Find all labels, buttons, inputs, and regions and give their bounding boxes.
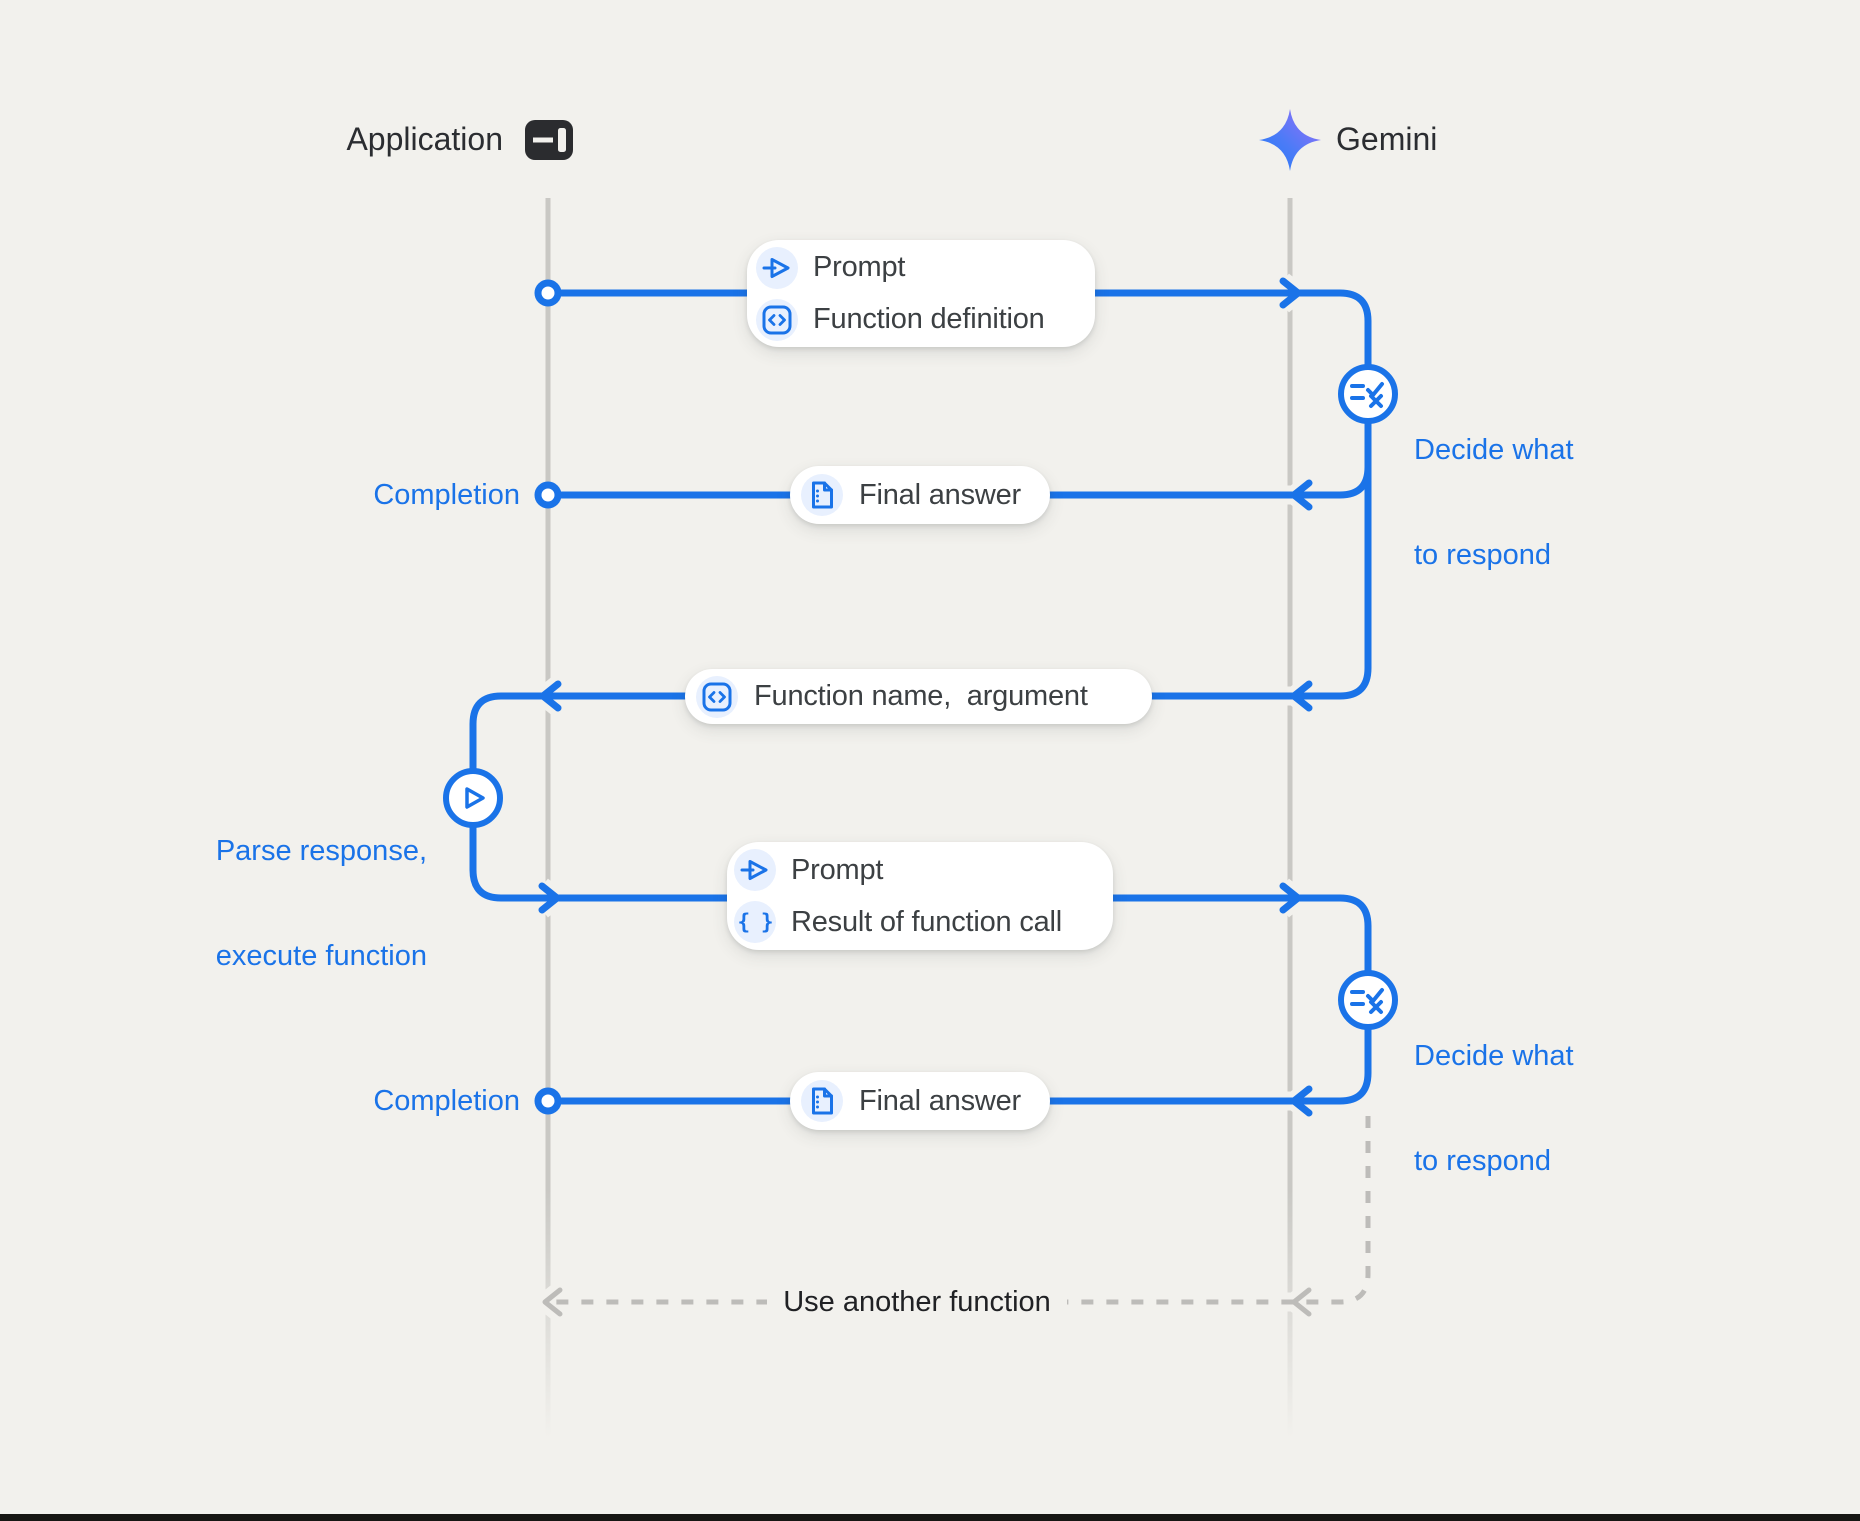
completion-label-2: Completion [373,1085,520,1117]
final-answer-label: Final answer [859,1084,1021,1117]
application-window-icon [525,120,573,160]
arrowhead-final-answer-1 [1290,479,1313,511]
code-icon [696,675,738,718]
prompt-label: Prompt [791,853,884,886]
document-icon [801,474,843,516]
completion-label-1: Completion [373,479,520,511]
message-prompt-result: Prompt { } Result of function call [727,842,1113,950]
message-final-answer-1: Final answer [790,466,1050,524]
arrowhead-loop-gemini [1291,1287,1312,1317]
use-another-function-path [556,1116,1371,1305]
result-row: { } Result of function call [734,901,1113,943]
endpoint-ring-prompt-1 [534,279,562,307]
send-icon [756,246,798,289]
prompt-row: Prompt [734,849,1113,891]
document-icon [801,1080,843,1122]
arrowhead-function-name-left [539,680,562,712]
gemini-sparkle-icon [1259,109,1321,171]
decide-label-1: Decide what to respond [1414,434,1574,571]
message-final-answer-2: Final answer [790,1072,1050,1130]
decide-node-2 [1338,970,1398,1030]
message-function-name-argument: Function name, argument [685,669,1152,724]
code-icon [756,298,798,341]
send-icon [734,849,776,891]
decide-icon [1350,988,1384,1014]
arrowhead-prompt-1 [1279,277,1302,309]
use-another-function-label: Use another function [767,1283,1067,1321]
application-header-label: Application [346,121,503,157]
endpoint-rings [534,279,562,1115]
use-another-function-loop [542,1116,1371,1317]
function-definition-row: Function definition [756,298,1095,341]
arrowhead-function-name-right [1290,680,1313,712]
endpoint-ring-completion-2 [534,1087,562,1115]
function-definition-label: Function definition [813,303,1045,335]
bottom-edge-bar [0,1514,1860,1521]
parse-response-label: Parse response, execute function [215,835,427,972]
wire-casings [463,273,1378,1322]
function-name-argument-label: Function name, argument [754,680,1088,712]
final-answer-1-path [544,463,1372,499]
arrowhead-prompt-2-right [1279,882,1302,914]
decide-node-1 [1338,364,1398,424]
final-answer-label: Final answer [859,478,1021,511]
lifelines [545,198,1293,1438]
parse-node [443,768,503,828]
message-prompt-function-definition: Prompt Function definition [747,240,1095,347]
arrowhead-prompt-2-left [538,882,561,914]
braces-icon: { } [734,901,776,943]
prompt-label: Prompt [813,251,906,283]
decide-label-2: Decide what to respond [1414,1040,1574,1177]
decide-icon [1350,382,1384,408]
arrowhead-loop-application [542,1287,563,1317]
arrowhead-final-answer-2 [1290,1085,1313,1117]
result-of-function-call-label: Result of function call [791,905,1063,938]
endpoint-ring-completion-1 [534,481,562,509]
prompt-row: Prompt [756,246,1095,289]
play-icon [465,787,485,809]
gemini-header-label: Gemini [1336,121,1438,157]
